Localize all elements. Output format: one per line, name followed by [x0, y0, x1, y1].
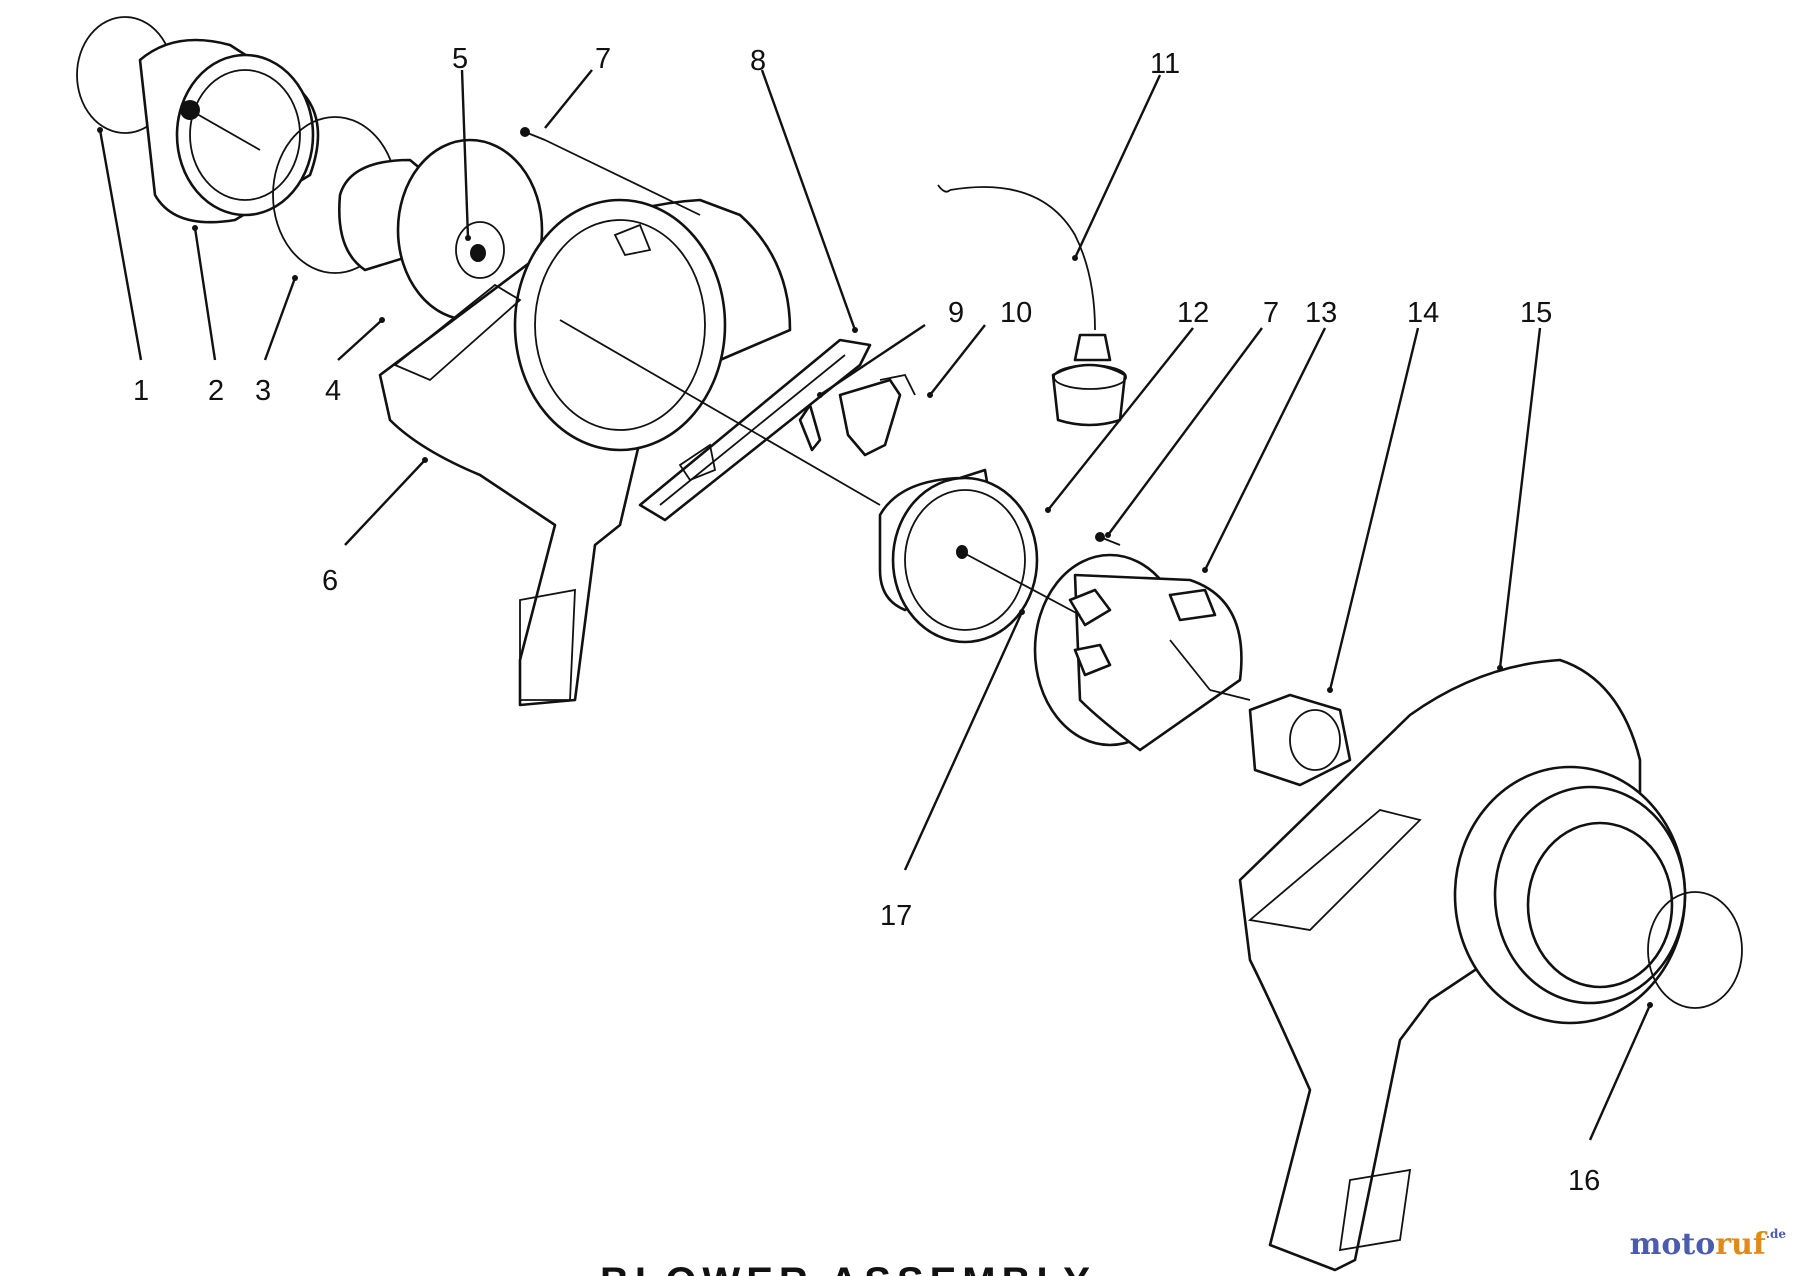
- watermark-suffix: .de: [1765, 1227, 1786, 1241]
- callout-17: 17: [880, 900, 912, 932]
- callout-1: 1: [133, 375, 149, 407]
- part-16-outlet-cap: [1647, 891, 1743, 1009]
- callout-15: 15: [1520, 297, 1552, 329]
- part-12-17-motor-mount: [878, 468, 1039, 644]
- callout-16: 16: [1568, 1165, 1600, 1197]
- callout-labels: 1 2 3 4 5 6 7 8 9 10 11 12 7 13 14 15 16…: [133, 43, 1600, 1197]
- leader-lines: [98, 69, 1652, 1141]
- assembly-axis-lines: [544, 139, 1211, 691]
- part-13-motor-can: [1033, 553, 1243, 752]
- callout-7-second: 7: [1263, 297, 1279, 329]
- callout-12: 12: [1177, 297, 1209, 329]
- watermark-part1: moto: [1629, 1227, 1716, 1262]
- callout-3: 3: [255, 375, 271, 407]
- part-6-left-housing: [378, 198, 792, 707]
- screw-icon: [520, 127, 546, 141]
- callout-10: 10: [1000, 297, 1032, 329]
- callout-5: 5: [452, 43, 468, 75]
- assembly-title: BLOWER ASSEMBLY: [600, 1262, 1220, 1276]
- part-8-handle-strap: [638, 338, 872, 522]
- part-15-outlet-nozzle: [1453, 765, 1687, 1025]
- callout-4: 4: [325, 375, 341, 407]
- screw-icon: [1095, 532, 1121, 546]
- callout-14: 14: [1407, 297, 1439, 329]
- callout-2: 2: [208, 375, 224, 407]
- part-4-5-impeller: [338, 138, 544, 322]
- watermark-part2: ruf: [1715, 1227, 1766, 1262]
- callout-8: 8: [750, 45, 766, 77]
- callout-13: 13: [1305, 297, 1337, 329]
- part-2-inlet-ring: [138, 38, 320, 224]
- part-14-armature: [1209, 689, 1352, 787]
- callout-6: 6: [322, 565, 338, 597]
- leader-end-dots: [97, 127, 1653, 1008]
- callout-9: 9: [948, 297, 964, 329]
- callout-7: 7: [595, 43, 611, 75]
- callout-11: 11: [1150, 48, 1180, 80]
- part-9-10-switch: [798, 373, 916, 457]
- watermark-logo: motoruf.de: [1630, 1227, 1786, 1262]
